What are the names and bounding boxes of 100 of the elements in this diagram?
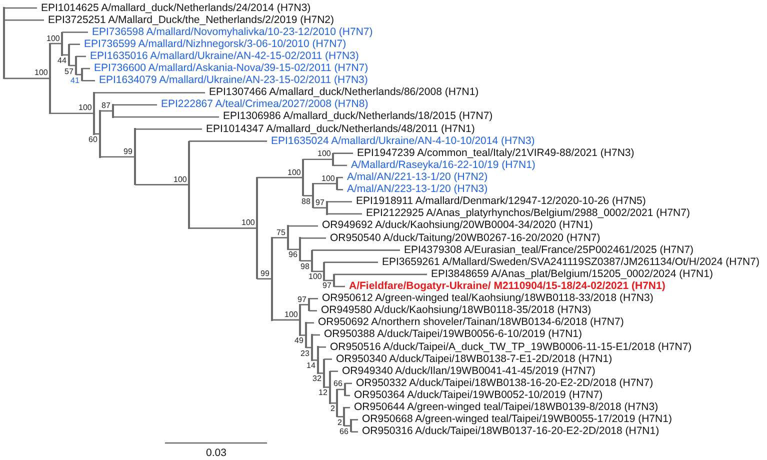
- branch-line: [324, 262, 378, 263]
- branch-line: [257, 176, 303, 178]
- branch-line: [327, 213, 362, 215]
- branch-line: [309, 310, 317, 312]
- taxon-label: EPI736599 A/mallard/Nizhnegorsk/3-06-10/2010 (H7N7): [80, 38, 346, 50]
- bootstrap-value: 14: [306, 361, 316, 370]
- taxon-label: OR950644 A/green-winged teal/Taipei/18WB0139-8/2018 (H7N3): [350, 401, 658, 414]
- bootstrap-value: 41: [70, 76, 80, 85]
- branch-line: [288, 225, 318, 227]
- branch-line: [189, 228, 257, 229]
- taxon-label: EPI736600 A/mallard/Askania-Nova/39-15-02/2011 (H7N7): [90, 62, 368, 74]
- branch-line: [62, 32, 88, 33]
- branch-line: [100, 156, 135, 158]
- bootstrap-value: 87: [102, 100, 110, 110]
- branch-line: [257, 278, 272, 280]
- branch-line: [312, 270, 324, 272]
- branch-line: [303, 195, 313, 196]
- branch-line: [50, 42, 62, 44]
- taxon-label: EPI1635024 A/mallard/Ukraine/AN-4-10-10/2014 (H7N3): [267, 134, 535, 147]
- taxon-label: EPI736598 A/mallard/Novomyhalivka/10-23-12/2010 (H7N7): [88, 26, 373, 38]
- bootstrap-value: 100: [308, 272, 322, 282]
- branch-line: [351, 431, 358, 432]
- taxon-label: A/Mallard/Raseyka/16-22-10/19 (H7N1): [347, 158, 536, 171]
- bootstrap-value: 97: [298, 294, 306, 304]
- taxon-label: EPI1307466 A/mallard_duck/Netherlands/86/2008 (H7N1): [205, 86, 479, 98]
- bootstrap-value: 96: [288, 250, 298, 260]
- taxon-label: EPI2122925 A/Anas_platyrhynchos/Belgium/2988_0002/2021 (H7N7): [362, 207, 690, 220]
- bootstrap-value: 23: [300, 348, 310, 358]
- taxon-label: OR950668 A/green-winged teal/Taipei/19WB0055-17/2019 (H7N1): [358, 413, 672, 426]
- taxon-label: EPI222867 A/teal/Crimea/2027/2008 (H7N8): [157, 98, 368, 110]
- taxon-label: OR950692 A/northern shoveler/Tainan/18WB0134-6/2018 (H7N7): [314, 316, 624, 328]
- bootstrap-value: 44: [58, 56, 66, 65]
- bootstrap-value: 2: [330, 404, 335, 414]
- branch-line: [113, 104, 157, 106]
- bootstrap-value: 100: [34, 68, 48, 78]
- bootstrap-value: 32: [312, 374, 322, 384]
- branch-line: [309, 298, 318, 300]
- branch-line: [313, 207, 327, 208]
- taxon-label: OR950540 A/duck/Taitung/20WB0267-16-20/2020 (H7N7): [326, 232, 600, 244]
- branch-line: [272, 237, 288, 238]
- bootstrap-value: 100: [78, 103, 92, 112]
- branch-line: [330, 370, 338, 372]
- branch-line: [94, 92, 205, 94]
- branch-line: [300, 237, 326, 239]
- branch-line: [50, 112, 94, 114]
- bootstrap-value: 97: [322, 281, 332, 290]
- taxon-label: OR949340 A/duck/Ilan/19WB0041-41-45/2019 (H7N7): [338, 364, 596, 377]
- bootstrap-value: 100: [318, 149, 331, 158]
- branch-line: [4, 19, 44, 21]
- taxon-label: EPI3848659 A/Anas_plat/Belgium/15205_0002/2024 (H7N1): [427, 268, 713, 280]
- bootstrap-value: 100: [284, 310, 298, 319]
- taxon-label: OR950332 A/duck/Taipei/18WB0138-16-20-E2-2D/2018 (H7N7): [352, 376, 654, 389]
- bootstrap-value: 12: [318, 388, 328, 398]
- bootstrap-value: 66: [334, 379, 342, 388]
- bootstrap-value: 2: [338, 418, 342, 427]
- branch-line: [324, 280, 334, 282]
- taxon-label: OR950612 A/green-winged teal/Kaohsiung/18WB0118-33/2018 (H7N3): [318, 292, 654, 304]
- bootstrap-value: 66: [340, 426, 348, 436]
- branch-line: [334, 286, 345, 288]
- branch-line: [324, 358, 332, 360]
- taxon-label: OR950516 A/duck/Taipei/A_duck_TW_TP_19WB0006-11-15-E1/2018 (H7N7): [326, 340, 692, 353]
- bootstrap-value: 75: [276, 228, 286, 237]
- bootstrap-value: 100: [288, 168, 301, 177]
- branch-line: [306, 322, 314, 324]
- bootstrap-value: 99: [124, 146, 132, 156]
- branch-line: [351, 419, 358, 420]
- branch-line: [300, 260, 312, 262]
- branch-line: [100, 110, 113, 112]
- bootstrap-value: 100: [242, 218, 255, 228]
- branch-line: [337, 189, 343, 190]
- taxon-label: A/Fieldfare/Bogatyr-Ukraine/ M2110904/15-18/24-02/2021 (H7N1): [345, 280, 666, 292]
- branch-line: [82, 80, 95, 82]
- taxon-label: EPI1918911 A/mallard/Denmark/12947-12/2020-10-26 (H7N5): [352, 195, 646, 208]
- taxon-label: OR949692 A/duck/Kaohsiung/20WB0004-34/2020 (H7N1): [318, 219, 593, 232]
- branch-line: [4, 78, 50, 80]
- branch-line: [303, 158, 333, 160]
- bootstrap-value: 100: [174, 174, 187, 184]
- branch-line: [312, 250, 400, 251]
- branch-line: [69, 44, 80, 45]
- bootstrap-value: 97: [316, 198, 324, 207]
- taxon-label: OR950388 A/duck/Taipei/19WB0056-6-10/2019 (H7N1): [320, 328, 582, 340]
- taxon-label: EPI4379308 A/Eurasian_teal/France/25P002461/2025 (H7N7): [400, 244, 694, 256]
- scale-value: 0.03: [206, 447, 226, 459]
- bootstrap-value: 88: [302, 196, 310, 206]
- taxon-label: EPI1947239 A/common_teal/Italy/21VIR49-88/2021 (H7N3): [353, 146, 634, 159]
- taxon-label: EPI1014625 A/mallard_duck/Netherlands/24/2014 (H7N3): [37, 2, 311, 14]
- bootstrap-value: 60: [88, 134, 98, 144]
- taxon-label: EPI1634079 A/mallard/Ukraine/AN-23-15-02/2011 (H7N3): [95, 74, 368, 86]
- taxon-label: OR950340 A/duck/Taipei/18WB0138-7-E1-2D/2018 (H7N1): [332, 352, 612, 365]
- taxon-label: EPI3725251 A/Mallard_Duck/the_Netherlands/2/2019 (H7N2): [44, 14, 334, 26]
- branch-split-line: [3, 7, 5, 80]
- branch-line: [4, 7, 37, 9]
- taxon-label: OR949580 A/duck/Kaohsiung/18WB0118-35/2018 (H7N3): [317, 304, 592, 316]
- branch-line: [135, 184, 189, 186]
- branch-line: [333, 152, 353, 154]
- taxon-label: EPI3659261 A/Mallard/Sweden/SVA241119SZ0387/JM261134/Ot/H/2024 (H7N7): [378, 256, 760, 268]
- taxon-label: OR950316 A/duck/Taipei/18WB0137-16-20-E2-2D/2018 (H7N1): [358, 425, 660, 438]
- taxon-label: A/mal/AN/221-13-1/20 (H7N2): [343, 171, 488, 184]
- branch-line: [288, 248, 300, 250]
- branch-line: [333, 164, 347, 166]
